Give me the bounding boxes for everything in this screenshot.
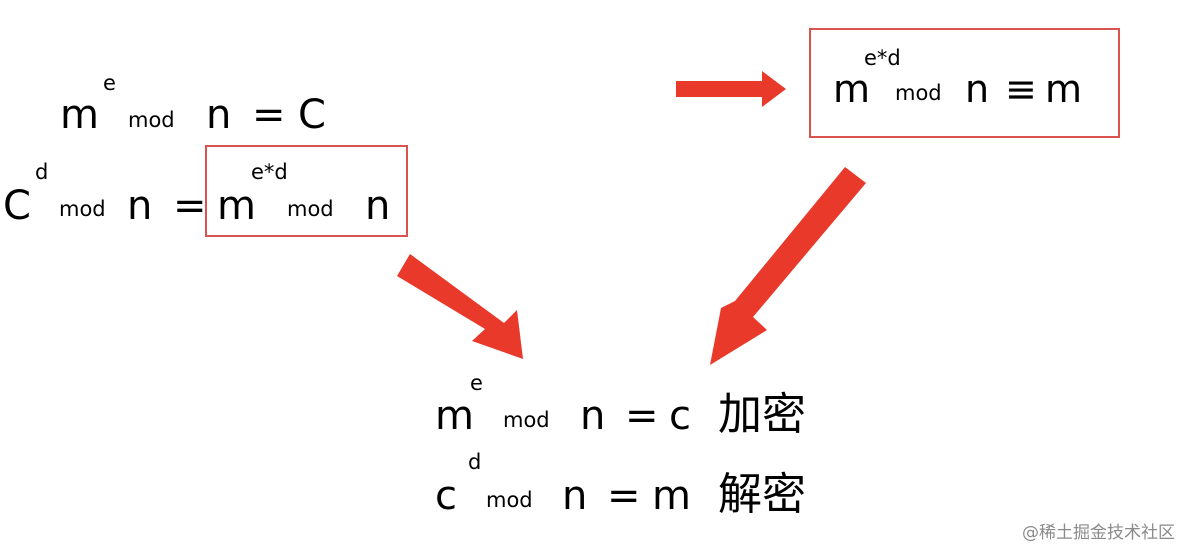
decrypt-label: 解密 xyxy=(718,469,806,520)
arrow-right-box-to-result xyxy=(710,167,866,365)
formula3-equivalent: ≡ xyxy=(1005,67,1037,111)
encrypt-base: m xyxy=(435,393,474,439)
formula1-modulus: n xyxy=(206,92,232,138)
encrypt-equals: = xyxy=(625,393,659,439)
formula1-exponent: e xyxy=(103,71,116,95)
formula1-equals: = xyxy=(252,92,286,138)
formula2-rhs-exponent: e*d xyxy=(251,160,288,184)
arrow-right-to-box xyxy=(676,71,786,107)
formula2-rhs-mod-operator: mod xyxy=(287,197,334,221)
encrypt-exponent: e xyxy=(470,371,483,395)
formula1-mod-operator: mod xyxy=(128,108,175,132)
formula1-result: C xyxy=(298,92,326,138)
encrypt-result: c xyxy=(669,393,691,439)
formula2-base: C xyxy=(3,183,31,229)
formula3-mod-operator: mod xyxy=(895,81,942,105)
encrypt-mod-operator: mod xyxy=(503,408,550,432)
formula2-equals: = xyxy=(173,183,207,229)
formula3-result: m xyxy=(1045,67,1083,111)
formula3-exponent: e*d xyxy=(864,46,901,70)
highlight-box-right xyxy=(809,28,1120,138)
formula3-modulus: n xyxy=(965,67,990,111)
encrypt-modulus: n xyxy=(580,393,606,439)
formula1-base: m xyxy=(60,92,99,138)
formula2-modulus: n xyxy=(127,183,153,229)
formula2-mod-operator: mod xyxy=(59,197,106,221)
watermark-text: @稀土掘金技术社区 xyxy=(1022,523,1175,543)
decrypt-equals: = xyxy=(607,473,641,519)
formula2-exponent: d xyxy=(35,160,49,184)
formula2-rhs-modulus: n xyxy=(365,183,391,229)
decrypt-exponent: d xyxy=(468,450,482,474)
highlight-box-left xyxy=(205,145,408,237)
encrypt-label: 加密 xyxy=(718,389,806,440)
formula3-base: m xyxy=(833,67,871,111)
decrypt-result: m xyxy=(652,473,691,519)
decrypt-modulus: n xyxy=(562,473,588,519)
decrypt-base: c xyxy=(435,473,457,519)
arrow-left-box-to-result xyxy=(397,254,523,359)
formula2-rhs-base: m xyxy=(217,183,256,229)
decrypt-mod-operator: mod xyxy=(486,488,533,512)
